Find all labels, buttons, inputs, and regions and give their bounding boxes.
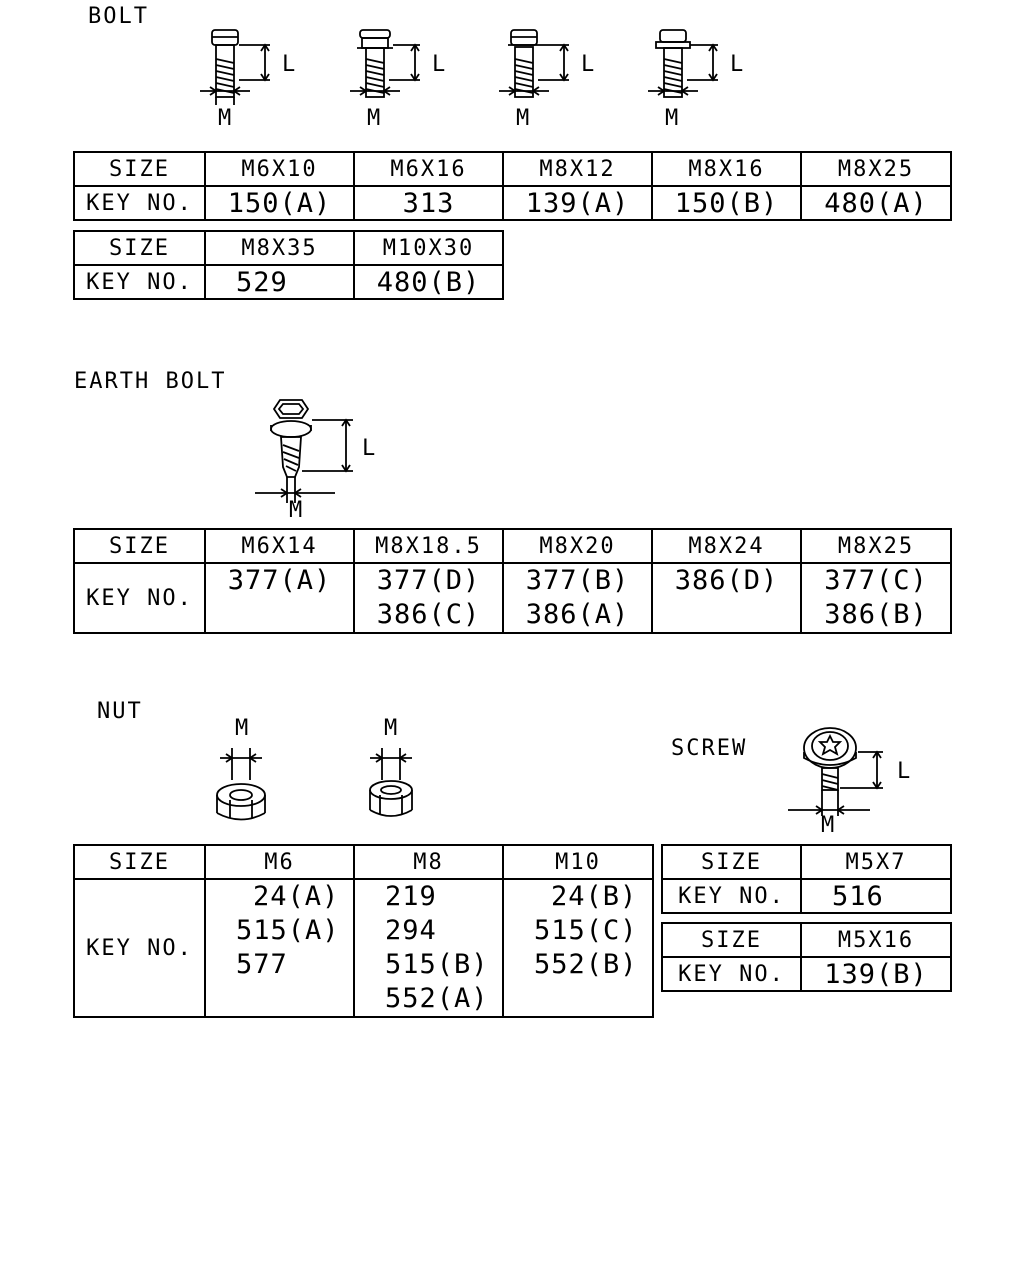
- bolt-dim-l-2: L: [432, 52, 446, 77]
- size-cell: M10: [502, 844, 654, 880]
- screw-table-2: SIZE M5X16 KEY NO. 139(B): [661, 922, 952, 992]
- size-header: SIZE: [73, 151, 206, 187]
- screw-dim-m: M: [821, 813, 835, 838]
- size-cell: M8X20: [502, 528, 653, 564]
- size-header: SIZE: [73, 844, 206, 880]
- key-line: 552(B): [534, 949, 638, 980]
- key-cell: 386(D): [651, 562, 802, 634]
- size-cell: M8: [353, 844, 504, 880]
- key-line: 515(A): [236, 915, 340, 946]
- key-cell: 377(C)386(B): [800, 562, 952, 634]
- nut-drawing-2: [369, 748, 413, 817]
- bolt-drawing-4: [648, 29, 718, 98]
- screw-table-1: SIZE M5X7 KEY NO. 516: [661, 844, 952, 914]
- key-cell: 313: [353, 185, 504, 221]
- key-cell: 150(B): [651, 185, 802, 221]
- bolt-dim-l-3: L: [581, 52, 595, 77]
- key-line: 386(C): [376, 599, 481, 630]
- key-cell: 480(A): [800, 185, 952, 221]
- nut-dim-m-2: M: [384, 716, 398, 741]
- bolt-drawing-3: [499, 29, 569, 98]
- key-line: 386(D): [674, 565, 779, 596]
- size-cell: M6: [204, 844, 355, 880]
- key-header: KEY NO.: [73, 264, 206, 300]
- size-cell: M8X25: [800, 151, 952, 187]
- size-cell: M8X18.5: [353, 528, 504, 564]
- key-line: 377(B): [525, 565, 630, 596]
- earth-bolt-section-title: EARTH BOLT: [74, 369, 227, 394]
- key-cell: 139(A): [502, 185, 653, 221]
- bolt-dim-m-3: M: [516, 106, 530, 131]
- size-header: SIZE: [661, 844, 802, 880]
- key-header: KEY NO.: [73, 185, 206, 221]
- key-header: KEY NO.: [73, 562, 206, 634]
- key-cell: 377(A): [204, 562, 355, 634]
- key-line: 515(B): [385, 949, 489, 980]
- nut-drawing-1: [216, 748, 266, 821]
- size-cell: M8X16: [651, 151, 802, 187]
- nut-dim-m-1: M: [235, 716, 249, 741]
- key-header: KEY NO.: [661, 878, 802, 914]
- size-header: SIZE: [73, 528, 206, 564]
- size-cell: M8X25: [800, 528, 952, 564]
- earth-bolt-dim-l: L: [362, 436, 376, 461]
- nut-section-title: NUT: [97, 699, 143, 724]
- size-cell: M6X16: [353, 151, 504, 187]
- key-line: 577: [236, 949, 288, 980]
- nut-table: SIZE M6 M8 M10 KEY NO. 24(A) 515(A) 577 …: [73, 844, 654, 1018]
- size-cell: M6X10: [204, 151, 355, 187]
- screw-dim-l: L: [897, 759, 911, 784]
- size-cell: M5X16: [800, 922, 952, 958]
- size-header: SIZE: [73, 230, 206, 266]
- key-line: 377(D): [376, 565, 481, 596]
- bolt-drawing-2: [350, 29, 420, 98]
- key-cell: 529: [204, 264, 355, 300]
- key-line: 552(A): [385, 983, 489, 1014]
- key-cell: 219 294 515(B) 552(A): [353, 878, 504, 1018]
- size-cell: M5X7: [800, 844, 952, 880]
- key-cell: 377(D)386(C): [353, 562, 504, 634]
- key-line: 515(C): [534, 915, 638, 946]
- bolt-dim-l-1: L: [282, 52, 296, 77]
- key-header: KEY NO.: [661, 956, 802, 992]
- size-cell: M8X24: [651, 528, 802, 564]
- bolt-section-title: BOLT: [88, 4, 149, 29]
- bolt-dim-l-4: L: [730, 52, 744, 77]
- key-line: 386(B): [824, 599, 928, 630]
- key-line: 24(B): [551, 881, 638, 912]
- bolt-dim-m-2: M: [367, 106, 381, 131]
- size-cell: M6X14: [204, 528, 355, 564]
- bolt-table-2: SIZE M8X35 M10X30 KEY NO. 529 480(B): [73, 230, 504, 300]
- key-cell: 377(B)386(A): [502, 562, 653, 634]
- key-cell: 24(A) 515(A) 577: [204, 878, 355, 1018]
- key-line: 294: [385, 915, 437, 946]
- key-line: 377(C): [824, 565, 928, 596]
- bolt-dim-m-4: M: [665, 106, 679, 131]
- screw-section-title: SCREW: [671, 736, 748, 761]
- key-cell: 516: [800, 878, 952, 914]
- key-cell: 24(B) 515(C) 552(B): [502, 878, 654, 1018]
- screw-drawing: [788, 727, 883, 816]
- earth-bolt-table: SIZE M6X14 M8X18.5 M8X20 M8X24 M8X25 KEY…: [73, 528, 952, 634]
- key-line: 377(A): [227, 565, 332, 596]
- key-header: KEY NO.: [73, 878, 206, 1018]
- bolt-dim-m-1: M: [218, 106, 232, 131]
- bolt-table-1: SIZE M6X10 M6X16 M8X12 M8X16 M8X25 KEY N…: [73, 151, 952, 221]
- key-line: 219: [385, 881, 437, 912]
- earth-bolt-drawing: [255, 399, 353, 503]
- key-line: 24(A): [253, 881, 340, 912]
- size-cell: M8X12: [502, 151, 653, 187]
- key-cell: 480(B): [353, 264, 504, 300]
- key-line: 386(A): [525, 599, 630, 630]
- size-cell: M10X30: [353, 230, 504, 266]
- size-header: SIZE: [661, 922, 802, 958]
- size-cell: M8X35: [204, 230, 355, 266]
- key-cell: 139(B): [800, 956, 952, 992]
- earth-bolt-dim-m: M: [289, 498, 303, 523]
- bolt-drawing-1: [200, 29, 270, 105]
- key-cell: 150(A): [204, 185, 355, 221]
